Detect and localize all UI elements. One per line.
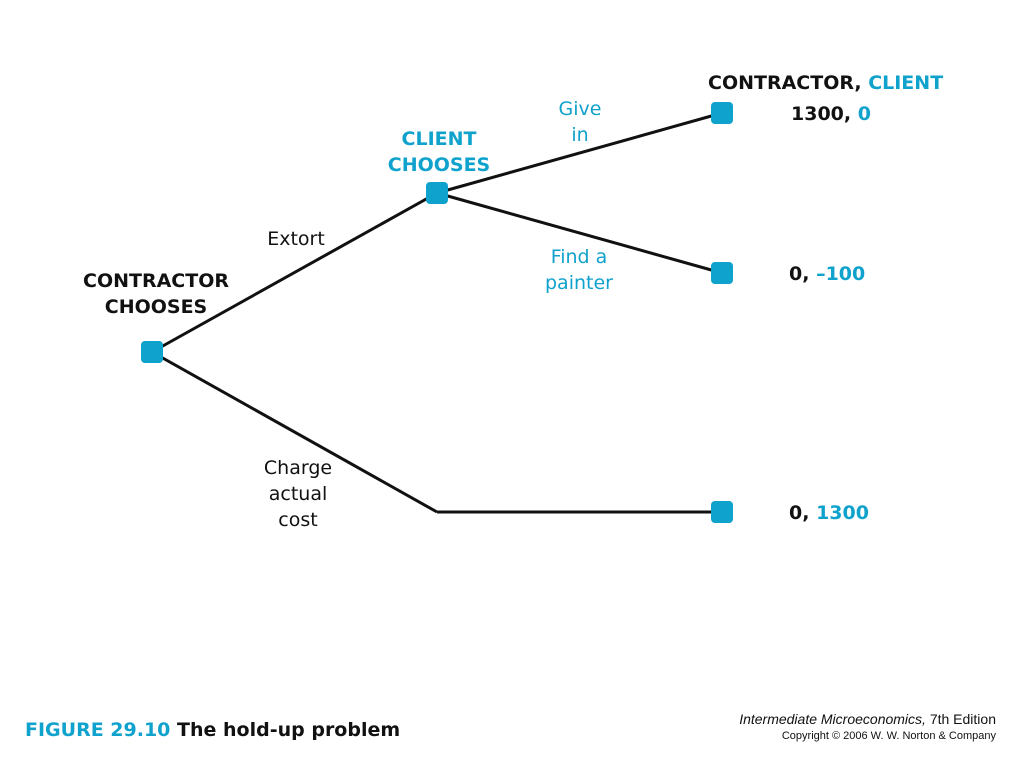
give-in-label: Give in bbox=[558, 98, 602, 146]
payoff-client-value: 0 bbox=[857, 103, 871, 125]
terminal-node-give-in bbox=[711, 102, 733, 124]
payoff-give-in: 1300, 0 bbox=[791, 103, 871, 125]
book-edition: 7th Edition bbox=[929, 711, 996, 727]
payoff-contractor-value: 0, bbox=[789, 502, 810, 524]
book-credit: Intermediate Microeconomics, 7th Edition bbox=[739, 711, 996, 727]
payoff-contractor-value: 0, bbox=[789, 263, 810, 285]
payoff-client-value: –100 bbox=[816, 263, 866, 285]
contractor-decision-node bbox=[141, 341, 163, 363]
edge-extort bbox=[151, 191, 438, 354]
terminal-node-charge-actual bbox=[711, 501, 733, 523]
find-a-painter-label: Find a painter bbox=[545, 246, 613, 294]
payoff-header: CONTRACTOR, CLIENT bbox=[708, 72, 943, 94]
edge-find-a-painter bbox=[436, 191, 723, 275]
figure-title: The hold-up problem bbox=[177, 719, 401, 741]
contractor-chooses-line1: CONTRACTOR bbox=[83, 270, 229, 292]
contractor-chooses-label: CONTRACTOR CHOOSES bbox=[78, 268, 234, 320]
client-chooses-line2: CHOOSES bbox=[387, 154, 491, 176]
client-decision-node bbox=[426, 182, 448, 204]
payoff-contractor-value: 1300, bbox=[791, 103, 852, 125]
edge-charge-actual-cost bbox=[151, 350, 438, 514]
charge-actual-cost-label: Charge actual cost bbox=[263, 457, 333, 531]
client-chooses-label: CLIENT CHOOSES bbox=[382, 126, 496, 178]
copyright-notice: Copyright © 2006 W. W. Norton & Company bbox=[781, 730, 996, 742]
payoff-client-value: 1300 bbox=[816, 502, 869, 524]
payoff-header-contractor: CONTRACTOR, bbox=[708, 72, 862, 94]
payoff-charge-actual: 0, 1300 bbox=[789, 502, 869, 524]
edge-give-in bbox=[436, 111, 723, 195]
figure-number: FIGURE 29.10 bbox=[25, 719, 171, 741]
figure-caption: FIGURE 29.10 The hold-up problem bbox=[25, 719, 400, 741]
terminal-node-find-painter bbox=[711, 262, 733, 284]
payoff-header-client: CLIENT bbox=[868, 72, 944, 94]
extort-label: Extort bbox=[267, 228, 325, 250]
book-title: Intermediate Microeconomics, bbox=[739, 711, 926, 727]
client-chooses-line1: CLIENT bbox=[401, 128, 477, 150]
contractor-chooses-line2: CHOOSES bbox=[104, 296, 208, 318]
payoff-find-painter: 0, –100 bbox=[789, 263, 865, 285]
